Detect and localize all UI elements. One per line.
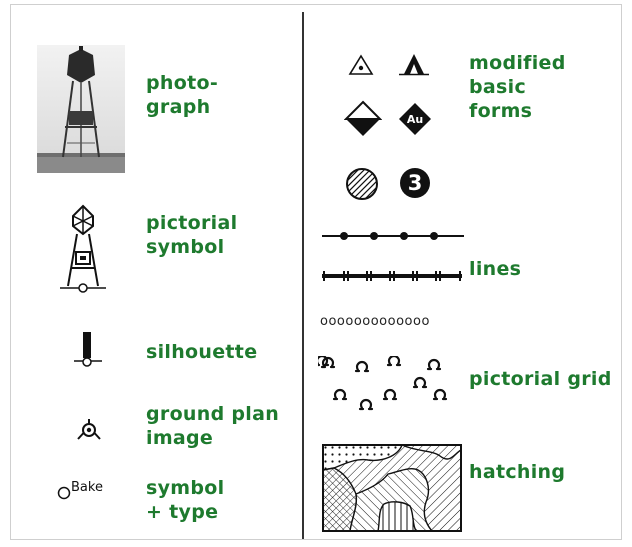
- pictorial-grid-icon: [318, 356, 448, 411]
- ground-plan-label: ground plan image: [146, 403, 280, 449]
- pictorial-symbol-icon: [60, 204, 106, 293]
- silhouette-label: silhouette: [146, 341, 258, 363]
- au-diamond-icon: Au: [399, 103, 431, 135]
- figure-frame: [10, 4, 622, 540]
- circle-symbol-icon: [57, 486, 71, 500]
- bake-type-label: Bake: [71, 480, 103, 495]
- hatching-map-icon: [322, 444, 462, 532]
- half-diamond-icon: [344, 100, 382, 136]
- number-circle-icon: 3: [400, 168, 430, 198]
- lines-label: lines: [469, 258, 522, 280]
- hatched-circle-icon: [346, 168, 378, 200]
- solid-triangle-icon: [399, 54, 429, 76]
- hatching-label: hatching: [469, 461, 566, 483]
- photograph-image: [37, 45, 125, 173]
- pictorial-symbol-label: pictorial symbol: [146, 212, 238, 258]
- bullet-line-icon: [322, 232, 464, 240]
- modified-forms-label: modified basic forms: [469, 52, 566, 122]
- pictorial-grid-label: pictorial grid: [469, 368, 612, 390]
- number-three-text: 3: [408, 171, 423, 195]
- au-text: Au: [407, 113, 423, 126]
- circles-row: ooooooooooooo: [320, 314, 430, 329]
- column-divider: [302, 12, 304, 539]
- silhouette-icon: [74, 332, 102, 367]
- symbol-type-label: symbol + type: [146, 477, 225, 523]
- segmented-line-icon: [322, 271, 462, 281]
- triangle-dot-icon: [348, 54, 374, 75]
- photograph-label: photo- graph: [146, 72, 219, 118]
- ground-plan-icon: [77, 419, 101, 440]
